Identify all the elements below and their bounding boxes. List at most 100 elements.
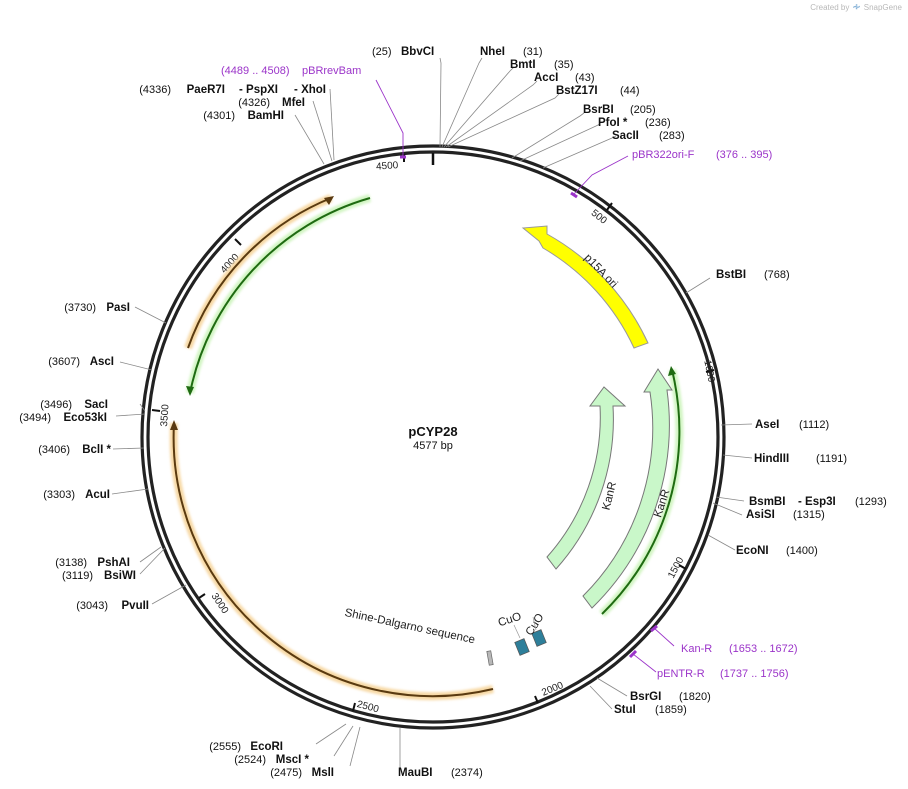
enzyme-pos-sacii: (283) (659, 130, 685, 142)
enzyme-label-bstbi[interactable]: BstBI (768) (716, 269, 790, 281)
primer-label-pentr[interactable]: pENTR-R (1737 .. 1756) (657, 668, 789, 680)
primer-range-pbr322ori: (376 .. 395) (716, 149, 772, 161)
shine-dalgarno-feature: Shine-Dalgarno sequence (343, 607, 494, 666)
enzyme-label-hindiii[interactable]: HindIII (1191) (754, 453, 847, 465)
enzyme-label-pshai[interactable]: (3138) PshAI (55, 557, 130, 569)
enzyme-name-bsrgi: BsrGI (630, 691, 661, 703)
enzyme-label-bamhi[interactable]: (4301) BamHI (203, 110, 284, 122)
enzyme-label-msli[interactable]: (2475) MslI (270, 767, 334, 779)
orange-arc-left-bottom (169, 420, 494, 701)
primer-name-pbr322ori: pBR322ori-F (632, 149, 695, 161)
cuo-box-2 (531, 629, 547, 647)
enzyme-name-paer7i: PaeR7I (187, 84, 225, 96)
plasmid-name: pCYP28 (408, 424, 457, 439)
enzyme-pos-acci: (43) (575, 72, 595, 84)
enzyme-label-bcli[interactable]: (3406) BclI * (38, 444, 111, 456)
primer-leader-lines (375, 79, 675, 673)
primer-name-kanr: Kan-R (681, 643, 712, 655)
enzyme-name-pshai: PshAI (97, 557, 130, 569)
enzyme-label-acci[interactable]: AccI (43) (534, 72, 595, 84)
green-arc-right (599, 366, 684, 617)
enzyme-name-pvuii: PvuII (122, 600, 149, 612)
enzyme-label-maubi[interactable]: MauBI (2374) (398, 767, 483, 779)
enzyme-pos-msli: (2475) (270, 767, 302, 779)
enzyme-pos-bsmbi: (1293) (855, 496, 887, 508)
enzyme-name-pfoi: PfoI * (598, 117, 628, 129)
enzyme-label-ecori[interactable]: (2555) EcoRI (209, 741, 283, 753)
enzyme-name-bsiwi: BsiWI (104, 570, 136, 582)
enzyme-label-pasi[interactable]: (3730) PasI (64, 302, 130, 314)
enzyme-label-asisi[interactable]: AsiSI (1315) (746, 509, 825, 521)
enzyme-label-msci[interactable]: (2524) MscI * (234, 754, 309, 766)
kanr-feature-inner: KanR (546, 386, 627, 570)
tick-label-1000: 1000 (701, 359, 716, 383)
enzyme-label-stui[interactable]: StuI (1859) (614, 704, 687, 716)
enzyme-label-nhei[interactable]: NheI (31) (480, 46, 543, 58)
enzyme-label-paer7i[interactable]: (4336) PaeR7I - PspXI - XhoI (139, 84, 326, 96)
tick-1500: 1500 (666, 555, 686, 580)
enzyme-label-bsiwi[interactable]: (3119) BsiWI (62, 570, 136, 582)
enzyme-name-nhei: NheI (480, 46, 505, 58)
enzyme-pos-asisi: (1315) (793, 509, 825, 521)
enzyme-label-bsrbi[interactable]: BsrBI (205) (583, 104, 656, 116)
enzyme-label-pfoi[interactable]: PfoI * (236) (598, 117, 671, 129)
enzyme-label-asei[interactable]: AseI (1112) (755, 419, 829, 431)
enzyme-pos-acui: (3303) (43, 489, 75, 501)
enzyme-label-mfei[interactable]: (4326) MfeI (238, 97, 305, 109)
snapgene-logo-icon: ∻ (852, 2, 861, 13)
enzyme-pos-bstz17i: (44) (620, 85, 640, 97)
enzyme-name-msci: MscI * (276, 754, 310, 766)
enzyme-name-stui: StuI (614, 704, 636, 716)
credit-brand: SnapGene (863, 3, 902, 12)
enzyme-label-bbvci[interactable]: (25) BbvCI (372, 46, 434, 58)
enzyme-name-mfei: MfeI (282, 97, 305, 109)
primer-name-pentr: pENTR-R (657, 668, 705, 680)
enzyme-name-asci: AscI (90, 356, 114, 368)
enzyme-name-esp3i: - Esp3I (798, 496, 836, 508)
enzyme-label-bmti[interactable]: BmtI (35) (510, 59, 574, 71)
enzyme-label-acui[interactable]: (3303) AcuI (43, 489, 110, 501)
enzyme-pos-asci: (3607) (48, 356, 80, 368)
primer-range-pbrrevbam: (4489 .. 4508) (221, 65, 290, 77)
enzyme-label-sacii[interactable]: SacII (283) (612, 130, 685, 142)
primer-label-pbrrevbam[interactable]: (4489 .. 4508) pBRrevBam (221, 65, 361, 77)
enzyme-pos-pvuii: (3043) (76, 600, 108, 612)
enzyme-name-bmti: BmtI (510, 59, 536, 71)
enzyme-name-hindiii: HindIII (754, 453, 789, 465)
enzyme-name-eco53ki: Eco53kI (64, 412, 107, 424)
enzyme-name-saci: SacI (84, 399, 108, 411)
enzyme-pos-stui: (1859) (655, 704, 687, 716)
enzyme-name-asisi: AsiSI (746, 509, 775, 521)
enzyme-label-eco53ki[interactable]: (3494) Eco53kI (19, 412, 107, 424)
enzyme-name-acci: AccI (534, 72, 558, 84)
enzyme-label-pvuii[interactable]: (3043) PvuII (76, 600, 149, 612)
enzyme-name-bstbi: BstBI (716, 269, 746, 281)
enzyme-label-asci[interactable]: (3607) AscI (48, 356, 114, 368)
enzyme-label-saci[interactable]: (3496) SacI (40, 399, 108, 411)
enzyme-name-asei: AseI (755, 419, 779, 431)
enzyme-pos-bsrbi: (205) (630, 104, 656, 116)
enzyme-name-bamhi: BamHI (248, 110, 284, 122)
primer-range-kanr: (1653 .. 1672) (729, 643, 798, 655)
enzyme-pos-bcli: (3406) (38, 444, 70, 456)
enzyme-name-maubi: MauBI (398, 767, 433, 779)
primer-label-pbr322ori[interactable]: pBR322ori-F (376 .. 395) (632, 149, 772, 161)
cuo-box-1 (514, 638, 530, 656)
shine-dalgarno-label: Shine-Dalgarno sequence (343, 607, 476, 646)
cuo-label-1: CuO (497, 611, 523, 630)
enzyme-label-bsrgi[interactable]: BsrGI (1820) (630, 691, 711, 703)
enzyme-label-bstz17i[interactable]: BstZ17I (44) (556, 85, 640, 97)
enzyme-name-bsmbi: BsmBI (749, 496, 785, 508)
enzyme-name-pasi: PasI (106, 302, 130, 314)
enzyme-pos-bbvci: (25) (372, 46, 392, 58)
enzyme-name-msli: MslI (312, 767, 334, 779)
enzyme-name-econi: EcoNI (736, 545, 769, 557)
enzyme-label-econi[interactable]: EcoNI (1400) (736, 545, 818, 557)
enzyme-pos-nhei: (31) (523, 46, 543, 58)
enzyme-pos-bsrgi: (1820) (679, 691, 711, 703)
primer-label-kanr[interactable]: Kan-R (1653 .. 1672) (681, 643, 798, 655)
enzyme-label-bsmbi[interactable]: BsmBI - Esp3I (1293) (749, 496, 887, 508)
enzyme-pos-pshai: (3138) (55, 557, 87, 569)
snapgene-credit: Created by ∻ SnapGene (810, 2, 902, 13)
